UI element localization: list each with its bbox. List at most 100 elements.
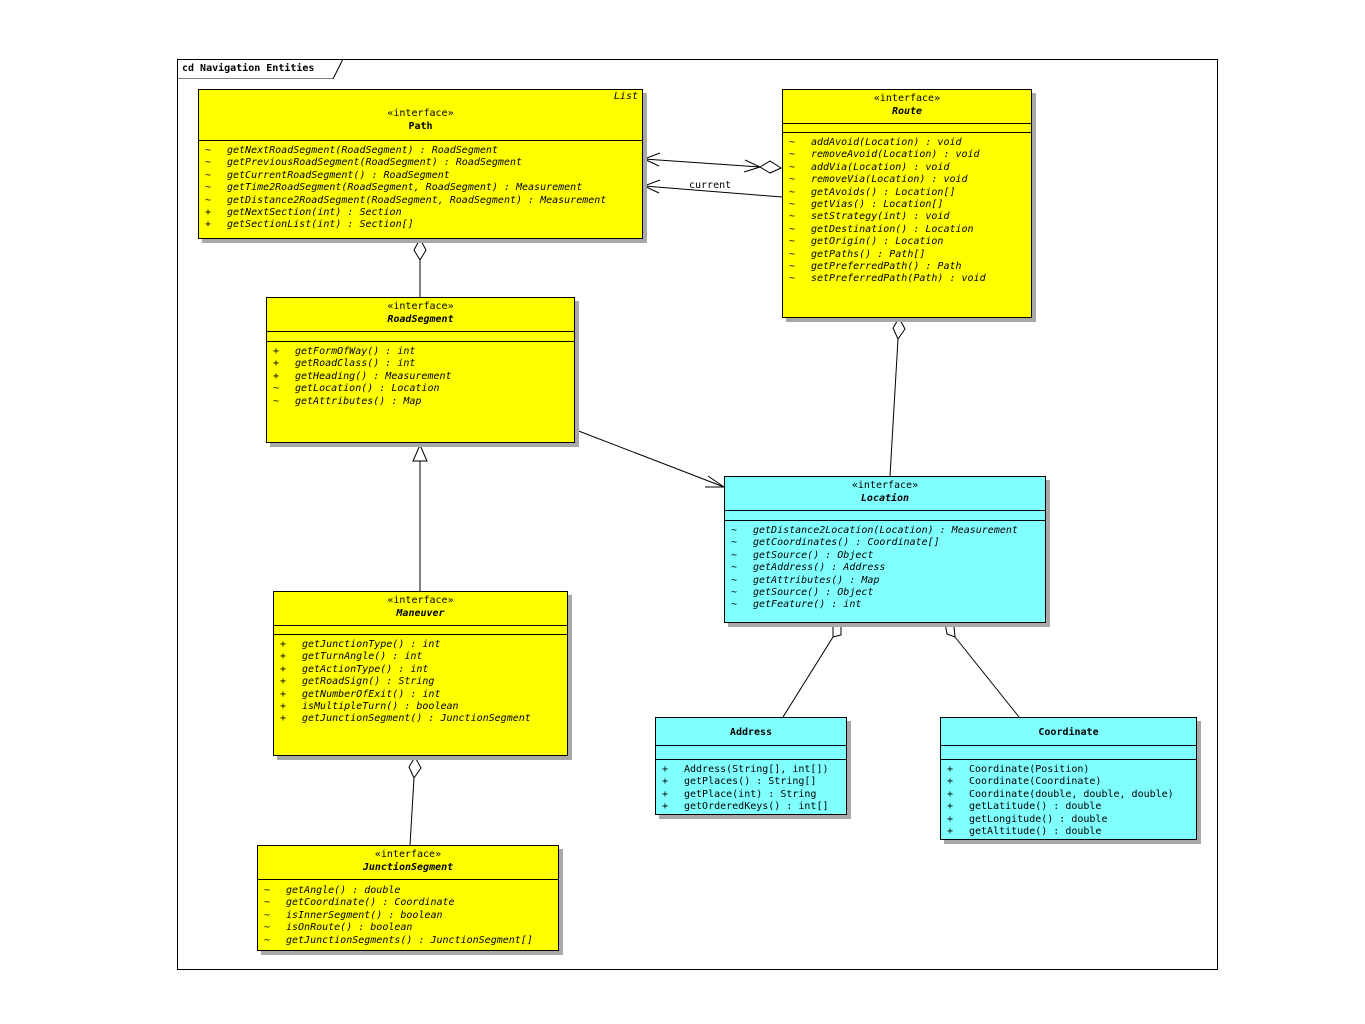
attributes [274, 626, 567, 635]
visibility-marker: ~ [789, 199, 796, 211]
visibility-marker: + [947, 788, 954, 800]
operation-row: ~getDestination() : Location [783, 224, 1031, 236]
visibility-marker: + [273, 370, 280, 382]
operation-signature: Coordinate(Position) [969, 764, 1090, 775]
visibility-marker: + [662, 764, 669, 775]
visibility-marker: ~ [264, 934, 271, 946]
operation-row: +getPlaces() : String[] [656, 776, 846, 788]
operation-row: +getAltitude() : double [941, 826, 1196, 838]
class-name: JunctionSegment [362, 862, 454, 873]
operation-signature: getNextRoadSegment(RoadSegment) : RoadSe… [227, 145, 498, 156]
class-route-header: «interface» Route [783, 90, 1031, 124]
visibility-marker: + [947, 776, 954, 788]
location-coordinate-aggregation [944, 622, 1020, 718]
operation-row: ~removeVia(Location) : void [783, 174, 1031, 186]
operation-row: +Coordinate(Coordinate) [941, 776, 1196, 788]
visibility-marker: ~ [789, 137, 796, 148]
operation-row: ~removeAvoid(Location) : void [783, 149, 1031, 161]
operation-row: + getTurnAngle() : int [274, 651, 567, 663]
operation-row: +getJunctionType() : int [274, 639, 567, 651]
class-junctionsegment[interactable]: «interface» JunctionSegment ~getAngle() … [257, 845, 559, 951]
operation-signature: getCurrentRoadSegment() : RoadSegment [227, 169, 450, 181]
operation-signature: getFormOfWay() : int [295, 346, 416, 357]
operation-signature: getLongitude() : double [969, 813, 1108, 825]
visibility-marker: + [273, 346, 280, 357]
operation-signature: getDestination() : Location [811, 223, 974, 235]
class-name: Path [408, 121, 433, 132]
operation-signature: setPreferredPath(Path) : void [811, 273, 986, 285]
operation-row: + getLongitude() : double [941, 814, 1196, 826]
route-location-aggregation [889, 316, 906, 477]
operation-signature: getSource() : Object [753, 549, 874, 561]
attributes [941, 746, 1196, 760]
visibility-marker: ~ [731, 525, 738, 536]
operation-row: +getLatitude() : double [941, 801, 1196, 813]
class-name: RoadSegment [387, 314, 454, 325]
class-coordinate[interactable]: Coordinate + Coordinate(Position)+Coordin… [940, 717, 1197, 840]
visibility-marker: + [280, 676, 287, 688]
operation-row: +getRoadSign() : String [274, 676, 567, 688]
operation-signature: setStrategy(int) : void [811, 211, 950, 223]
operation-row: ~getCoordinates() : Coordinate[] [725, 537, 1045, 549]
operation-signature: getVias() : Location[] [811, 199, 944, 211]
operation-signature: Address(String[], int[]) [684, 764, 829, 775]
operation-row: ~isOnRoute() : boolean [258, 922, 558, 934]
class-roadsegment-header: «interface» RoadSegment [267, 298, 574, 332]
operation-row: ~getPaths() : Path[] [783, 249, 1031, 261]
visibility-marker: ~ [273, 383, 280, 395]
visibility-marker: + [947, 813, 954, 825]
class-route[interactable]: «interface» Route ~ addAvoid(Location) : … [782, 89, 1032, 318]
operation-signature: getLatitude() : double [969, 801, 1102, 813]
operation-signature: getFeature() : int [753, 599, 862, 611]
class-roadsegment[interactable]: «interface» RoadSegment + getFormOfWay() … [266, 297, 575, 443]
visibility-marker: + [205, 219, 212, 231]
attributes [783, 124, 1031, 133]
stereotype: «interface» [387, 108, 454, 119]
class-maneuver[interactable]: «interface» Maneuver +getJunctionType() … [273, 591, 568, 756]
class-path[interactable]: List «interface» Path ~getNextRoadSegmen… [198, 89, 643, 239]
visibility-marker: + [947, 764, 954, 775]
operation-signature: getLocation() : Location [295, 383, 440, 395]
operation-row: +getOrderedKeys() : int[] [656, 801, 846, 813]
operation-row: ~getTime2RoadSegment(RoadSegment, RoadSe… [199, 182, 642, 194]
visibility-marker: + [280, 651, 287, 663]
operation-row: +getPlace(int) : String [656, 789, 846, 801]
operation-signature: getAvoids() : Location[] [811, 186, 956, 198]
visibility-marker: + [280, 688, 287, 700]
operation-signature: getJunctionType() : int [302, 639, 441, 650]
operation-row: + Coordinate(Position) [941, 764, 1196, 776]
class-coordinate-header: Coordinate [941, 718, 1196, 746]
operation-row: ~getCurrentRoadSegment() : RoadSegment [199, 170, 642, 182]
visibility-marker: ~ [205, 194, 212, 206]
visibility-marker: + [280, 701, 287, 713]
operation-signature: getCoordinates() : Coordinate[] [753, 537, 940, 549]
operation-signature: addAvoid(Location) : void [811, 137, 962, 148]
operations: + Address(String[], int[])+getPlaces() : … [656, 760, 846, 814]
path-roadsegment-aggregation [413, 237, 427, 297]
operation-signature: getRoadClass() : int [295, 358, 416, 370]
visibility-marker: ~ [205, 182, 212, 194]
operation-row: +getHeading() : Measurement [267, 371, 574, 383]
visibility-marker: ~ [264, 885, 271, 896]
operation-row: + Address(String[], int[]) [656, 764, 846, 776]
operation-signature: getDistance2RoadSegment(RoadSegment, Roa… [227, 194, 607, 206]
operation-signature: getCoordinate() : Coordinate [286, 897, 455, 909]
operation-signature: getJunctionSegments() : JunctionSegment[… [286, 934, 533, 946]
stereotype: «interface» [387, 595, 454, 606]
operations: ~ getAngle() : double ~ getCoordinate() : C… [258, 880, 558, 947]
operation-row: +getRoadClass() : int [267, 358, 574, 370]
class-location[interactable]: «interface» Location ~getDistance2Locati… [724, 476, 1046, 623]
operation-signature: getAngle() : double [286, 885, 401, 896]
visibility-marker: ~ [731, 549, 738, 561]
operation-signature: getDistance2Location(Location) : Measure… [753, 525, 1018, 536]
class-address[interactable]: Address +Address(String[], int[])+getPla… [655, 717, 847, 815]
operation-row: +getJunctionSegment() : JunctionSegment [274, 713, 567, 725]
operation-row: ~ addAvoid(Location) : void [783, 137, 1031, 149]
operation-row: + getNumberOfExit() : int [274, 689, 567, 701]
operation-signature: getOrigin() : Location [811, 236, 944, 248]
location-address-aggregation [782, 622, 842, 718]
operation-signature: getNumberOfExit() : int [302, 688, 441, 700]
operation-signature: getAltitude() : double [969, 826, 1102, 838]
operation-signature: getTurnAngle() : int [302, 651, 423, 663]
